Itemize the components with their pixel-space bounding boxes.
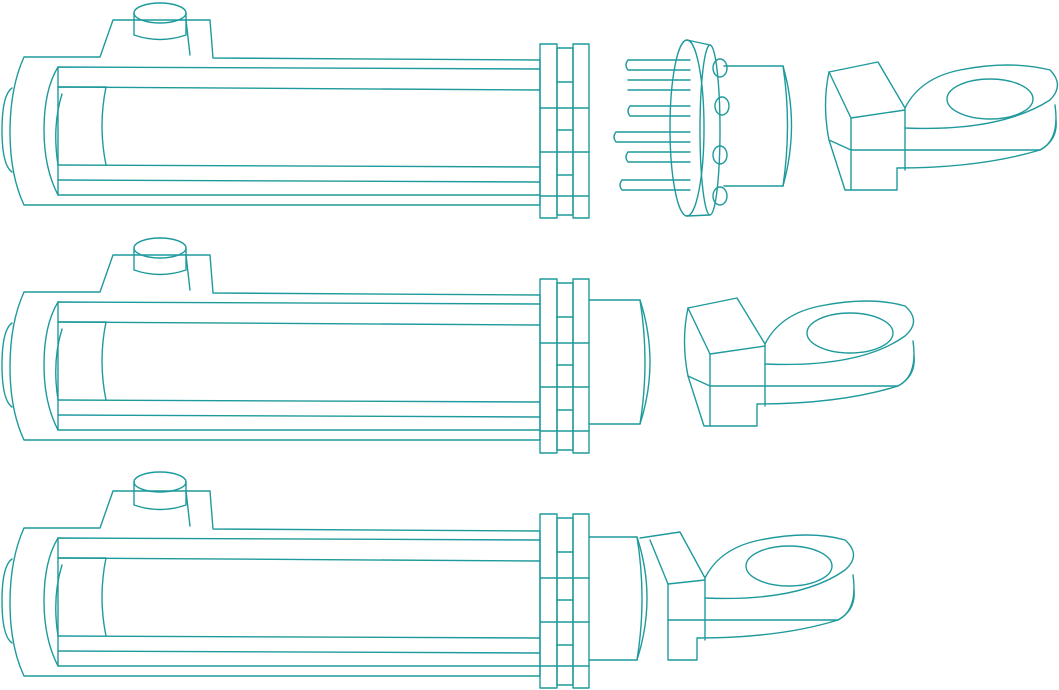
assembly-row-3 <box>1 471 855 689</box>
rod-eye <box>683 297 915 427</box>
piston-rod <box>588 299 651 425</box>
cylinder-barrel <box>1 237 590 454</box>
assembly-row-1 <box>1 2 1059 219</box>
piston-rod <box>588 536 648 661</box>
rod-eye <box>824 61 1059 191</box>
piston-rod <box>723 65 793 187</box>
assembly-row-2 <box>1 237 915 454</box>
cylinder-barrel <box>1 471 590 689</box>
cylinder-barrel <box>1 2 590 219</box>
gland-nut <box>613 39 730 217</box>
rod-eye <box>639 531 855 661</box>
